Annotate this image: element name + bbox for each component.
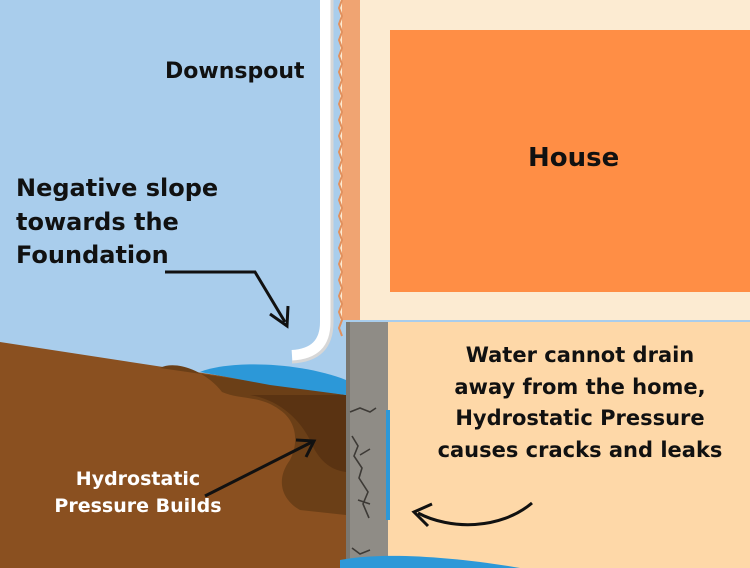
negative-slope-label: Negative slope towards the Foundation <box>16 172 218 273</box>
hydrostatic-pressure-label: Hydrostatic Pressure Builds <box>48 466 228 519</box>
leak-arrow <box>417 501 533 527</box>
water-label-line: away from the home, <box>454 374 706 399</box>
house-siding <box>342 0 360 320</box>
downspout-shadow <box>291 0 334 364</box>
foundation-wall-edge <box>346 322 350 568</box>
siding-edge <box>337 0 344 337</box>
foundation-crack <box>351 435 371 519</box>
slope-arrow <box>165 270 287 323</box>
pressure-label-line: Pressure Builds <box>54 494 222 517</box>
foundation-wall <box>346 322 388 568</box>
water-label-line: Water cannot drain <box>465 343 695 367</box>
house-label: House <box>528 143 620 173</box>
slope-arrow-head <box>269 305 290 329</box>
negative-slope-label-line: Negative slope <box>16 174 219 202</box>
water-cannot-drain-label: Water cannot drain away from the home, H… <box>410 340 750 466</box>
pressure-arrow <box>204 440 313 498</box>
downspout-label: Downspout <box>165 59 305 84</box>
negative-slope-label-line: towards the <box>16 207 179 236</box>
downspout <box>291 0 332 362</box>
soil-darker-region <box>250 395 346 472</box>
house-panel <box>390 30 750 292</box>
negative-slope-label-line: Foundation <box>16 241 169 270</box>
ground-water-bottom <box>340 555 520 568</box>
basement-area <box>388 322 750 568</box>
water-label-line: Hydrostatic Pressure <box>455 406 705 430</box>
foundation-crack <box>349 407 377 555</box>
leak-arrow-head <box>411 502 433 528</box>
pooled-water <box>200 364 346 395</box>
pressure-arrow-head <box>295 438 317 458</box>
pressure-label-line: Hydrostatic <box>75 468 201 490</box>
water-label-line: causes cracks and leaks <box>437 437 723 462</box>
